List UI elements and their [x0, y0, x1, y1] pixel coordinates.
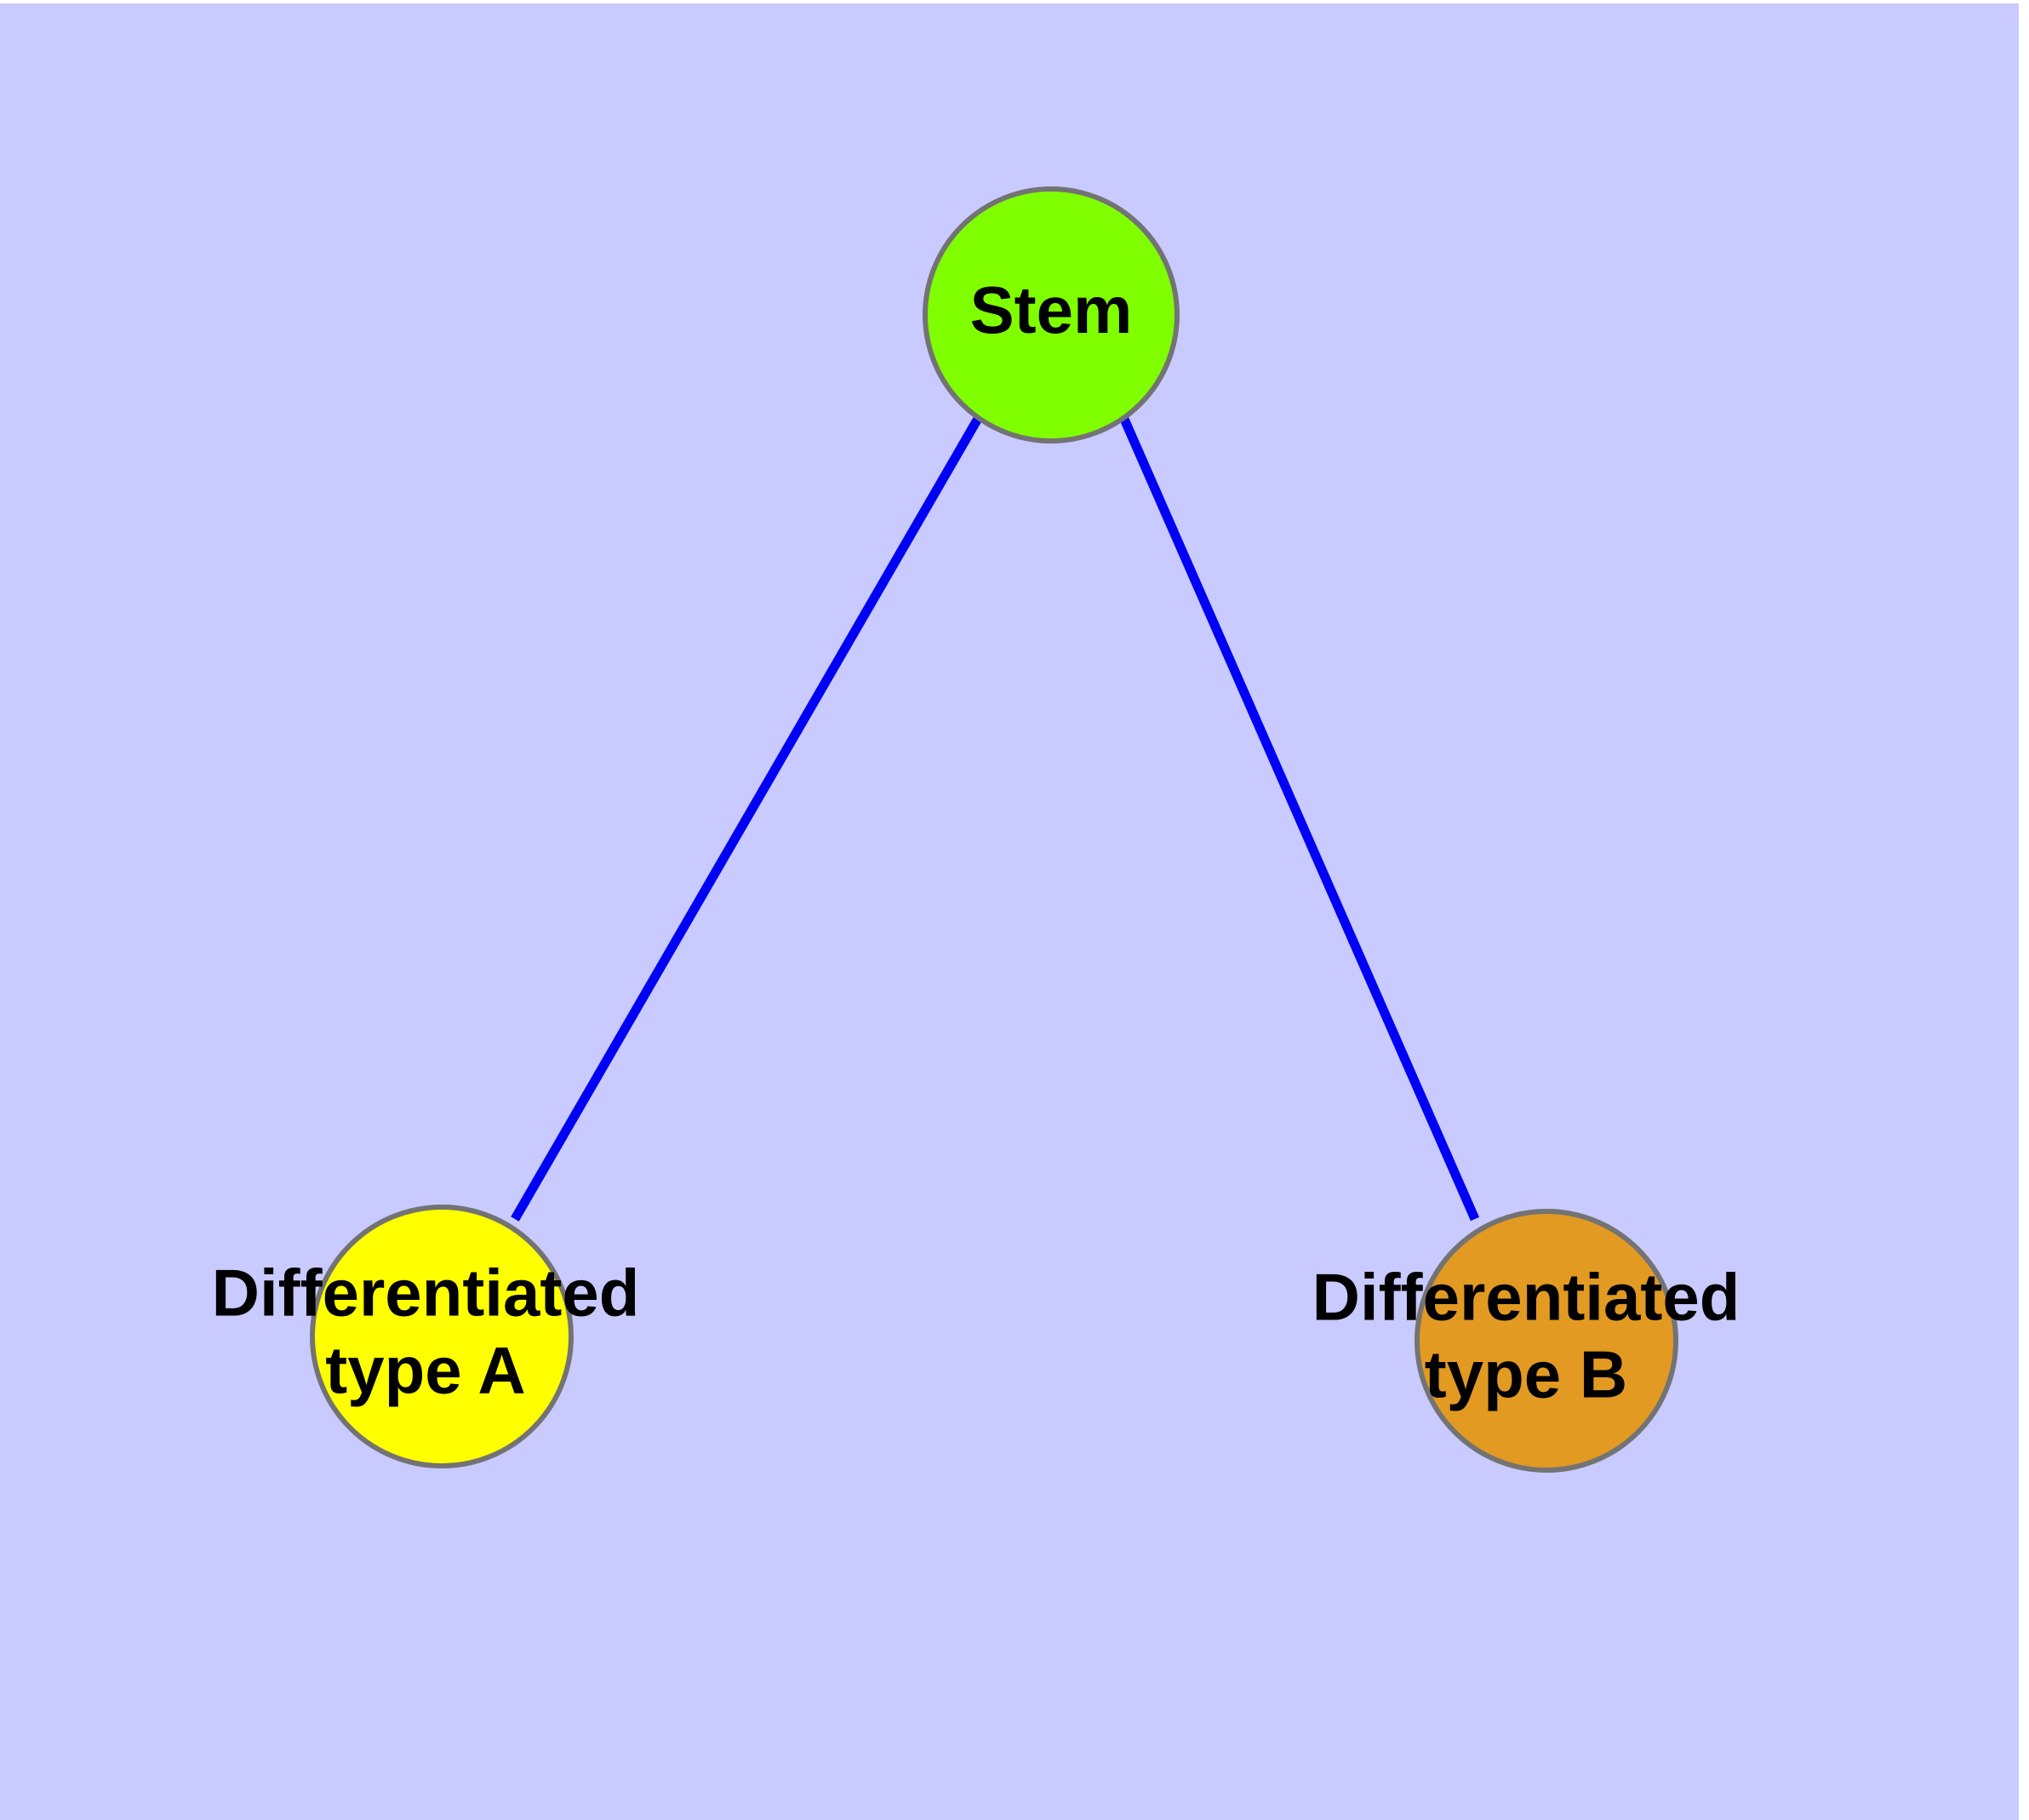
node-layer	[310, 186, 1678, 1473]
edge-stem-to-differentiated-type-a[interactable]	[511, 415, 983, 1222]
node-differentiated-type-a[interactable]	[310, 1205, 574, 1468]
edge-stem-to-differentiated-type-b[interactable]	[1118, 415, 1480, 1222]
node-differentiated-type-b[interactable]	[1415, 1209, 1678, 1473]
node-stem[interactable]	[923, 186, 1180, 444]
edge-layer	[511, 415, 1480, 1222]
node-label-stem: Stem	[970, 272, 1133, 347]
